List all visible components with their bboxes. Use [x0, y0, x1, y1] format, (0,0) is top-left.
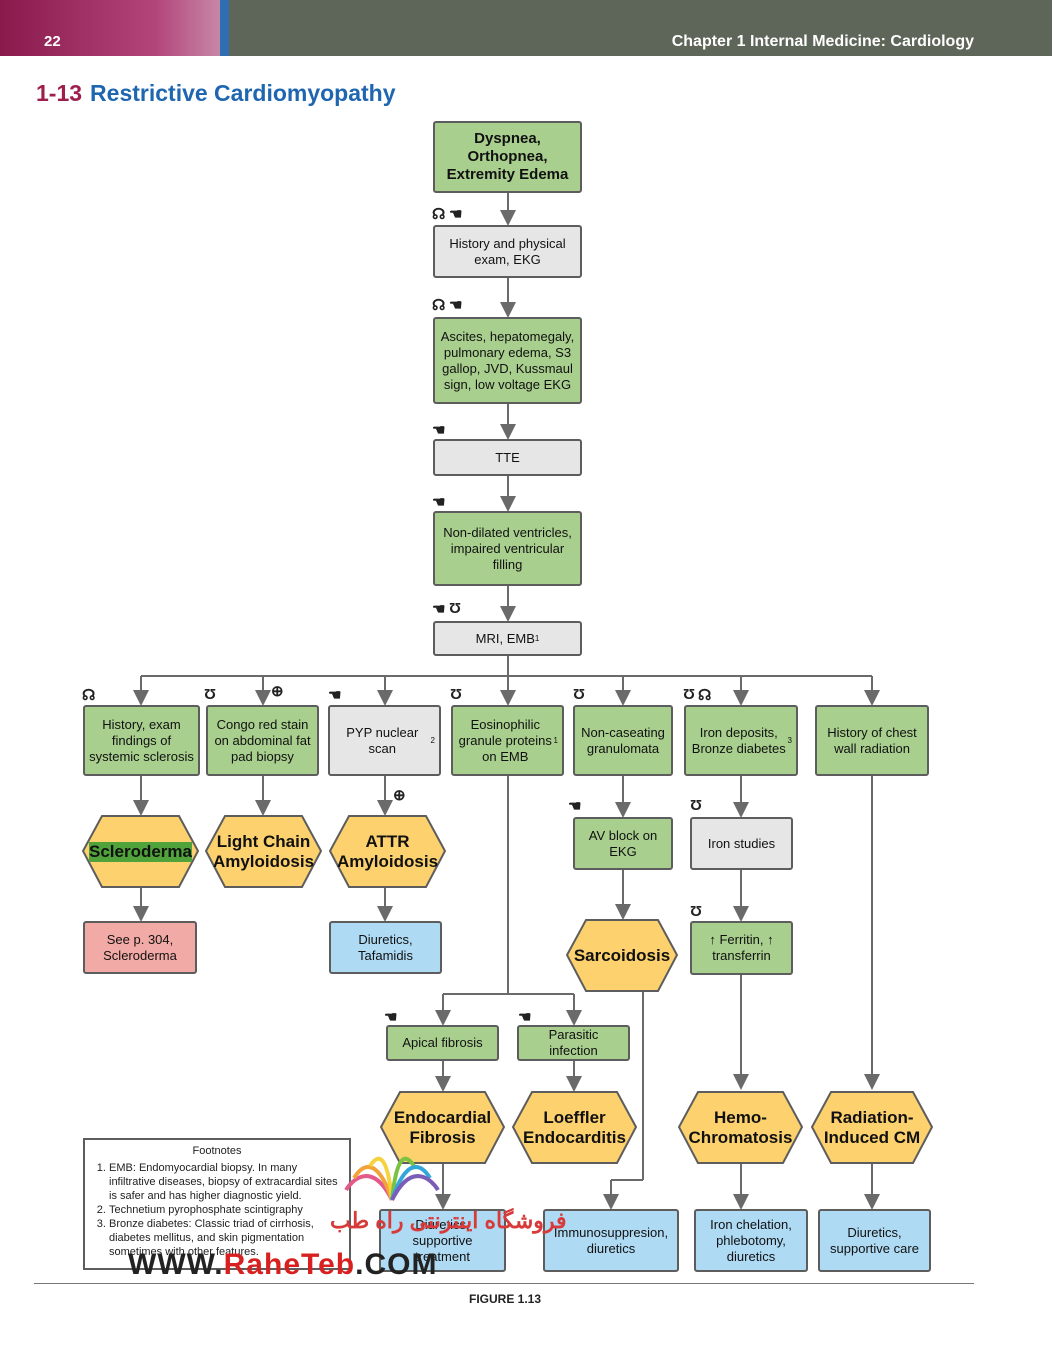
watermark-url-suffix: .COM: [355, 1248, 438, 1281]
test-tube-icon: Ʊ: [204, 686, 217, 703]
figure-caption: FIGURE 1.13: [468, 1292, 542, 1306]
apical-fibrosis-box: Apical fibrosis: [386, 1025, 499, 1061]
section-number: 1-13: [36, 80, 83, 106]
attr-line1: ATTR: [365, 831, 410, 851]
physical-signs-box: Ascites, hepatomegaly, pulmonary edema, …: [433, 317, 582, 404]
loeffler-line1: Loeffler: [543, 1107, 606, 1127]
radiation-line1: Radiation-: [830, 1107, 914, 1127]
attr-line2: Amyloidosis: [336, 851, 439, 871]
light-chain-line2: Amyloidosis: [212, 851, 315, 871]
examining-hand-icon: ☚: [449, 206, 463, 223]
ferritin-transferrin-box: ↑ Ferritin, ↑ transferrin: [690, 921, 793, 975]
parasitic-infection-box: Parasitic infection: [517, 1025, 630, 1061]
page-number: 22: [44, 33, 61, 50]
stethoscope-icon: ☊: [432, 206, 446, 223]
watermark-url-brand: RaheTeb: [223, 1248, 356, 1281]
eosinophilic-label: Eosinophilic granule proteins on EMB: [458, 716, 552, 764]
endocardial-line1: Endocardial: [393, 1107, 492, 1127]
chest-radiation-history-box: History of chest wall radiation: [815, 705, 929, 776]
light-chain-line1: Light Chain: [216, 831, 311, 851]
watermark-persian-text: فروشگاه اینترنتی راه طب: [330, 1208, 567, 1233]
iron-chelation-box: Iron chelation, phlebotomy, diuretics: [694, 1209, 808, 1272]
footnote-item: EMB: Endomyocardial biopsy. In many infi…: [109, 1161, 341, 1203]
iron-deposits-label: Iron deposits, Bronze diabetes: [691, 724, 786, 756]
radiation-induced-cm-diagnosis: Radiation-Induced CM: [811, 1091, 933, 1164]
diuretics-supportive-treatment-box: Diuretics, supportive treatment: [379, 1209, 506, 1272]
test-tube-icon: Ʊ: [449, 600, 462, 617]
positive-result-icon: ⊕: [271, 683, 284, 700]
av-block-box: AV block on EKG: [573, 817, 673, 870]
header-blue-stripe: [220, 0, 229, 56]
footnotes-list: EMB: Endomyocardial biopsy. In many infi…: [93, 1161, 341, 1259]
sarcoidosis-label: Sarcoidosis: [573, 945, 671, 965]
examining-hand-icon: ☚: [432, 422, 446, 439]
mri-emb-label: MRI, EMB: [475, 630, 535, 646]
pyp-label: PYP nuclear scan: [346, 724, 419, 756]
examining-hand-icon: ☚: [518, 1009, 532, 1026]
examining-hand-icon: ☚: [384, 1009, 398, 1026]
footnotes-box: Footnotes EMB: Endomyocardial biopsy. In…: [83, 1138, 351, 1270]
diuretics-supportive-care-box: Diuretics, supportive care: [818, 1209, 931, 1272]
footnote-item: Technetium pyrophosphate scintigraphy: [109, 1203, 341, 1217]
footnote-ref: 2: [430, 735, 435, 745]
positive-result-icon: ⊕: [393, 787, 406, 804]
footnote-item: Bronze diabetes: Classic triad of cirrho…: [109, 1217, 341, 1259]
stethoscope-icon: ☊: [82, 687, 96, 704]
section-name: Restrictive Cardiomyopathy: [90, 80, 396, 106]
watermark-book-logo: [344, 1156, 440, 1201]
examining-hand-icon: ☚: [432, 494, 446, 511]
examining-hand-icon: ☚: [432, 601, 446, 618]
examining-hand-icon: ☚: [568, 798, 582, 815]
section-title: 1-13 Restrictive Cardiomyopathy: [36, 80, 396, 107]
chapter-title: Chapter 1 Internal Medicine: Cardiology: [671, 33, 974, 50]
bottom-rule: [34, 1283, 974, 1284]
watermark-url-prefix: WWW.: [128, 1248, 224, 1281]
congo-red-stain-box: Congo red stain on abdominal fat pad bio…: [206, 705, 319, 776]
hemo-line2: Chromatosis: [688, 1127, 793, 1147]
history-exam-ekg-box: History and physical exam, EKG: [433, 225, 582, 278]
endocardial-line2: Fibrosis: [409, 1127, 476, 1147]
iron-studies-box: Iron studies: [690, 817, 793, 870]
test-tube-icon: Ʊ: [690, 903, 703, 920]
footnotes-title: Footnotes: [192, 1145, 242, 1157]
test-tube-icon: Ʊ: [450, 686, 463, 703]
sarcoidosis-diagnosis: Sarcoidosis: [566, 919, 678, 992]
radiation-line2: Induced CM: [823, 1127, 921, 1147]
diuretics-tafamidis-box: Diuretics, Tafamidis: [329, 921, 442, 974]
pyp-scan-box: PYP nuclear scan 2: [328, 705, 441, 776]
footnote-ref: 1: [534, 633, 540, 643]
watermark-url: WWW.RaheTeb.COM: [128, 1248, 437, 1282]
test-tube-icon: Ʊ: [573, 686, 586, 703]
test-tube-icon: Ʊ: [690, 797, 703, 814]
test-tube-icon: Ʊ: [683, 686, 696, 703]
header-accent-bar: [0, 0, 220, 56]
noncaseating-granulomata-box: Non-caseating granulomata: [573, 705, 673, 776]
symptoms-box: Dyspnea, Orthopnea, Extremity Edema: [433, 121, 582, 193]
immunosuppression-box: Immunosuppresion, diuretics: [543, 1209, 679, 1272]
stethoscope-icon: ☊: [432, 297, 446, 314]
tte-box: TTE: [433, 439, 582, 476]
loeffler-line2: Endocarditis: [523, 1127, 626, 1147]
scleroderma-diagnosis: Scleroderma: [82, 815, 199, 888]
footnote-ref: 3: [787, 735, 792, 745]
stethoscope-icon: ☊: [698, 687, 712, 704]
hemo-line1: Hemo-: [714, 1107, 767, 1127]
see-page-304-box: See p. 304, Scleroderma: [83, 921, 197, 974]
scleroderma-label: Scleroderma: [89, 841, 192, 862]
examining-hand-icon: ☚: [449, 297, 463, 314]
systemic-sclerosis-history-box: History, exam findings of systemic scler…: [83, 705, 200, 776]
examining-hand-icon: ☚: [328, 687, 342, 704]
hemochromatosis-diagnosis: Hemo-Chromatosis: [678, 1091, 803, 1164]
nondilated-ventricles-box: Non-dilated ventricles, impaired ventric…: [433, 511, 582, 586]
footnote-ref: 1: [553, 735, 558, 745]
